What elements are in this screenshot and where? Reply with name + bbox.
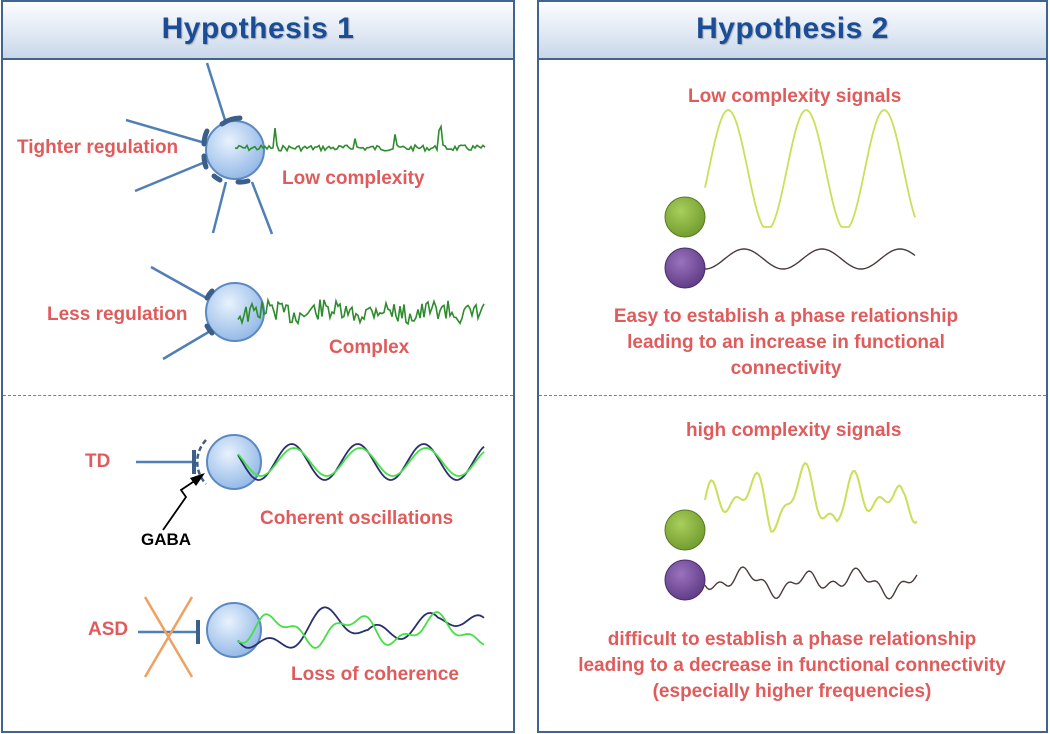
green-ball-low — [664, 196, 706, 238]
gaba-arrow-line — [162, 475, 203, 531]
coherent-oscillations-label: Coherent oscillations — [260, 508, 454, 529]
hypothesis-1-panel: Hypothesis 1 — [1, 0, 515, 733]
hypothesis-2-header: Hypothesis 2 — [539, 2, 1046, 60]
low-complexity-yellow-signal — [704, 109, 916, 228]
asd-oscillation-green — [237, 611, 485, 649]
hypothesis-2-title: Hypothesis 2 — [696, 12, 889, 45]
green-ball-high — [664, 509, 706, 551]
low-complexity-signals-label: Low complexity signals — [688, 86, 902, 107]
loss-of-coherence-label: Loss of coherence — [291, 664, 459, 685]
purple-ball-high — [664, 559, 706, 601]
low-complexity-label: Low complexity — [282, 168, 425, 189]
high-complexity-signals-label: high complexity signals — [686, 420, 902, 441]
hypothesis-2-divider — [539, 395, 1046, 396]
hypothesis-1-title: Hypothesis 1 — [161, 12, 355, 45]
synapse-arcs-tighter — [201, 115, 251, 185]
neuron-body-2 — [205, 282, 265, 342]
neuron-asd — [138, 596, 262, 678]
gaba-label: GABA — [141, 530, 192, 549]
high-complexity-dark-signal — [704, 566, 918, 600]
neuron-tighter-regulation — [125, 62, 274, 235]
dendrites-less — [150, 265, 213, 361]
low-complexity-eeg-trace — [234, 123, 486, 153]
neuron-body-1 — [205, 120, 265, 180]
hypothesis-1-divider — [3, 395, 513, 396]
tighter-regulation-label: Tighter regulation — [17, 137, 179, 158]
td-oscillation-green — [237, 447, 485, 477]
neuron-td — [136, 434, 262, 531]
hypothesis-2-panel: Hypothesis 2 — [537, 0, 1048, 733]
hypothesis-1-header: Hypothesis 1 — [3, 2, 513, 60]
neuron-less-regulation — [150, 265, 265, 361]
complex-eeg-trace — [237, 297, 485, 326]
asd-cross — [143, 596, 194, 678]
asd-oscillation-navy — [237, 606, 485, 649]
low-complexity-dark-signal — [704, 248, 916, 270]
less-regulation-label: Less regulation — [47, 304, 188, 325]
neuron-body-4 — [206, 602, 262, 658]
synapse-arcs-less — [204, 288, 215, 336]
difficult-phase-relationship-text: difficult to establish a phase relations… — [578, 629, 1006, 702]
gaba-arrow-head — [190, 473, 205, 486]
gaba-dashed-arc — [196, 439, 207, 485]
asd-label: ASD — [88, 619, 129, 640]
td-label: TD — [85, 451, 111, 472]
td-oscillation-navy — [237, 443, 485, 481]
neuron-body-3 — [206, 434, 262, 490]
high-complexity-yellow-signal — [704, 461, 918, 533]
dendrites-tighter — [125, 62, 274, 235]
complex-label: Complex — [329, 337, 410, 358]
easy-phase-relationship-text: Easy to establish a phase relationship l… — [613, 306, 959, 379]
purple-ball-low — [664, 247, 706, 289]
